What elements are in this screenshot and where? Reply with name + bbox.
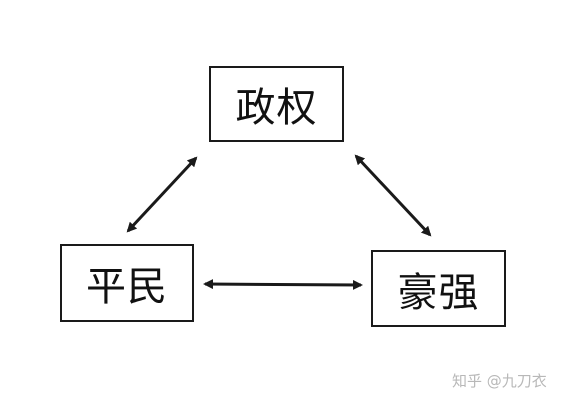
arrow-regime-commoners [126, 156, 198, 233]
node-commoners: 平民 [60, 244, 194, 322]
node-magnates: 豪强 [371, 250, 506, 327]
node-magnates-label: 豪强 [397, 269, 480, 316]
node-regime-label: 政权 [235, 85, 318, 131]
watermark: 知乎 @九刀衣 [452, 372, 547, 390]
node-commoners-label: 平民 [86, 264, 168, 310]
node-regime: 政权 [209, 66, 344, 142]
arrow-regime-magnates [354, 154, 432, 237]
arrow-commoners-magnates [203, 279, 363, 290]
